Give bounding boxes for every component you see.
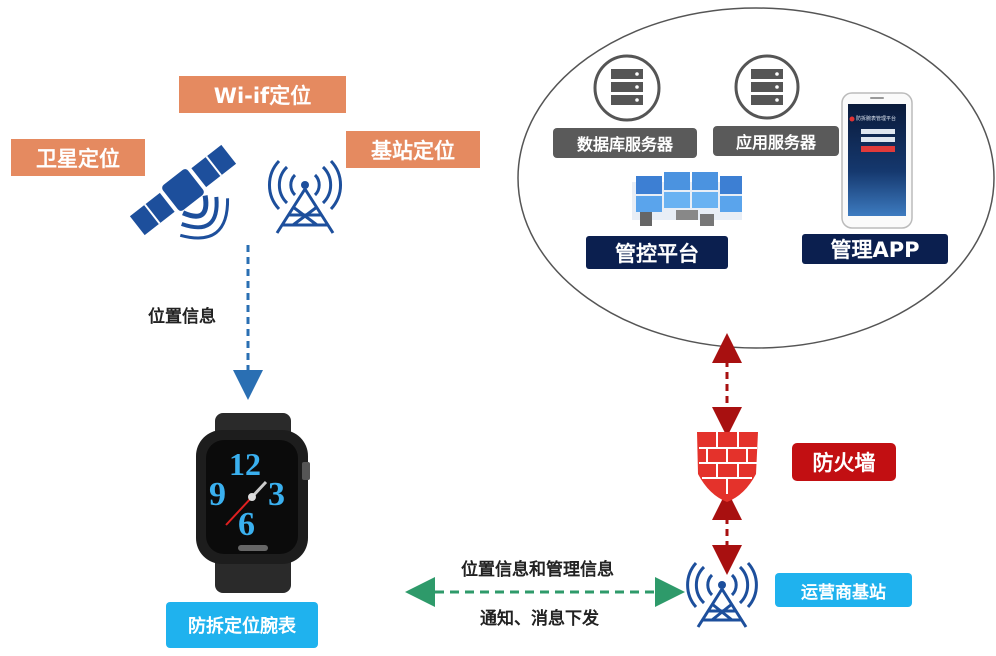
watch-icon — [196, 413, 310, 593]
operator-tower-icon — [686, 562, 758, 628]
download-info-label: 通知、消息下发 — [480, 609, 599, 629]
satellite-icon — [129, 144, 237, 240]
firewall-label: 防火墙 — [792, 443, 896, 481]
dial-nine: 9 — [209, 476, 226, 513]
application-server-icon — [734, 54, 800, 120]
base-station-tower-icon — [268, 159, 342, 234]
firewall-icon — [697, 432, 758, 502]
operator-label: 运营商基站 — [775, 573, 912, 607]
satellite-positioning-label: 卫星定位 — [11, 139, 145, 176]
dial-six: 6 — [238, 506, 255, 543]
location-info-label: 位置信息 — [148, 307, 216, 327]
control-platform-label: 管控平台 — [586, 236, 728, 269]
dial-twelve: 12 — [229, 446, 261, 482]
watch-label: 防拆定位腕表 — [166, 602, 318, 648]
dial-three: 3 — [268, 476, 285, 513]
phone-screen-title: 防拆腕表管理平台 — [856, 116, 897, 122]
management-app-label: 管理APP — [802, 234, 948, 264]
app-server-label: 应用服务器 — [713, 126, 839, 156]
base-station-positioning-label: 基站定位 — [346, 131, 480, 168]
upload-info-label: 位置信息和管理信息 — [461, 560, 614, 580]
database-server-icon — [593, 54, 661, 122]
wifi-positioning-label: Wi-if定位 — [179, 76, 346, 113]
control-platform-illustration — [632, 172, 742, 226]
phone-icon — [841, 92, 913, 229]
db-server-label: 数据库服务器 — [553, 128, 697, 158]
